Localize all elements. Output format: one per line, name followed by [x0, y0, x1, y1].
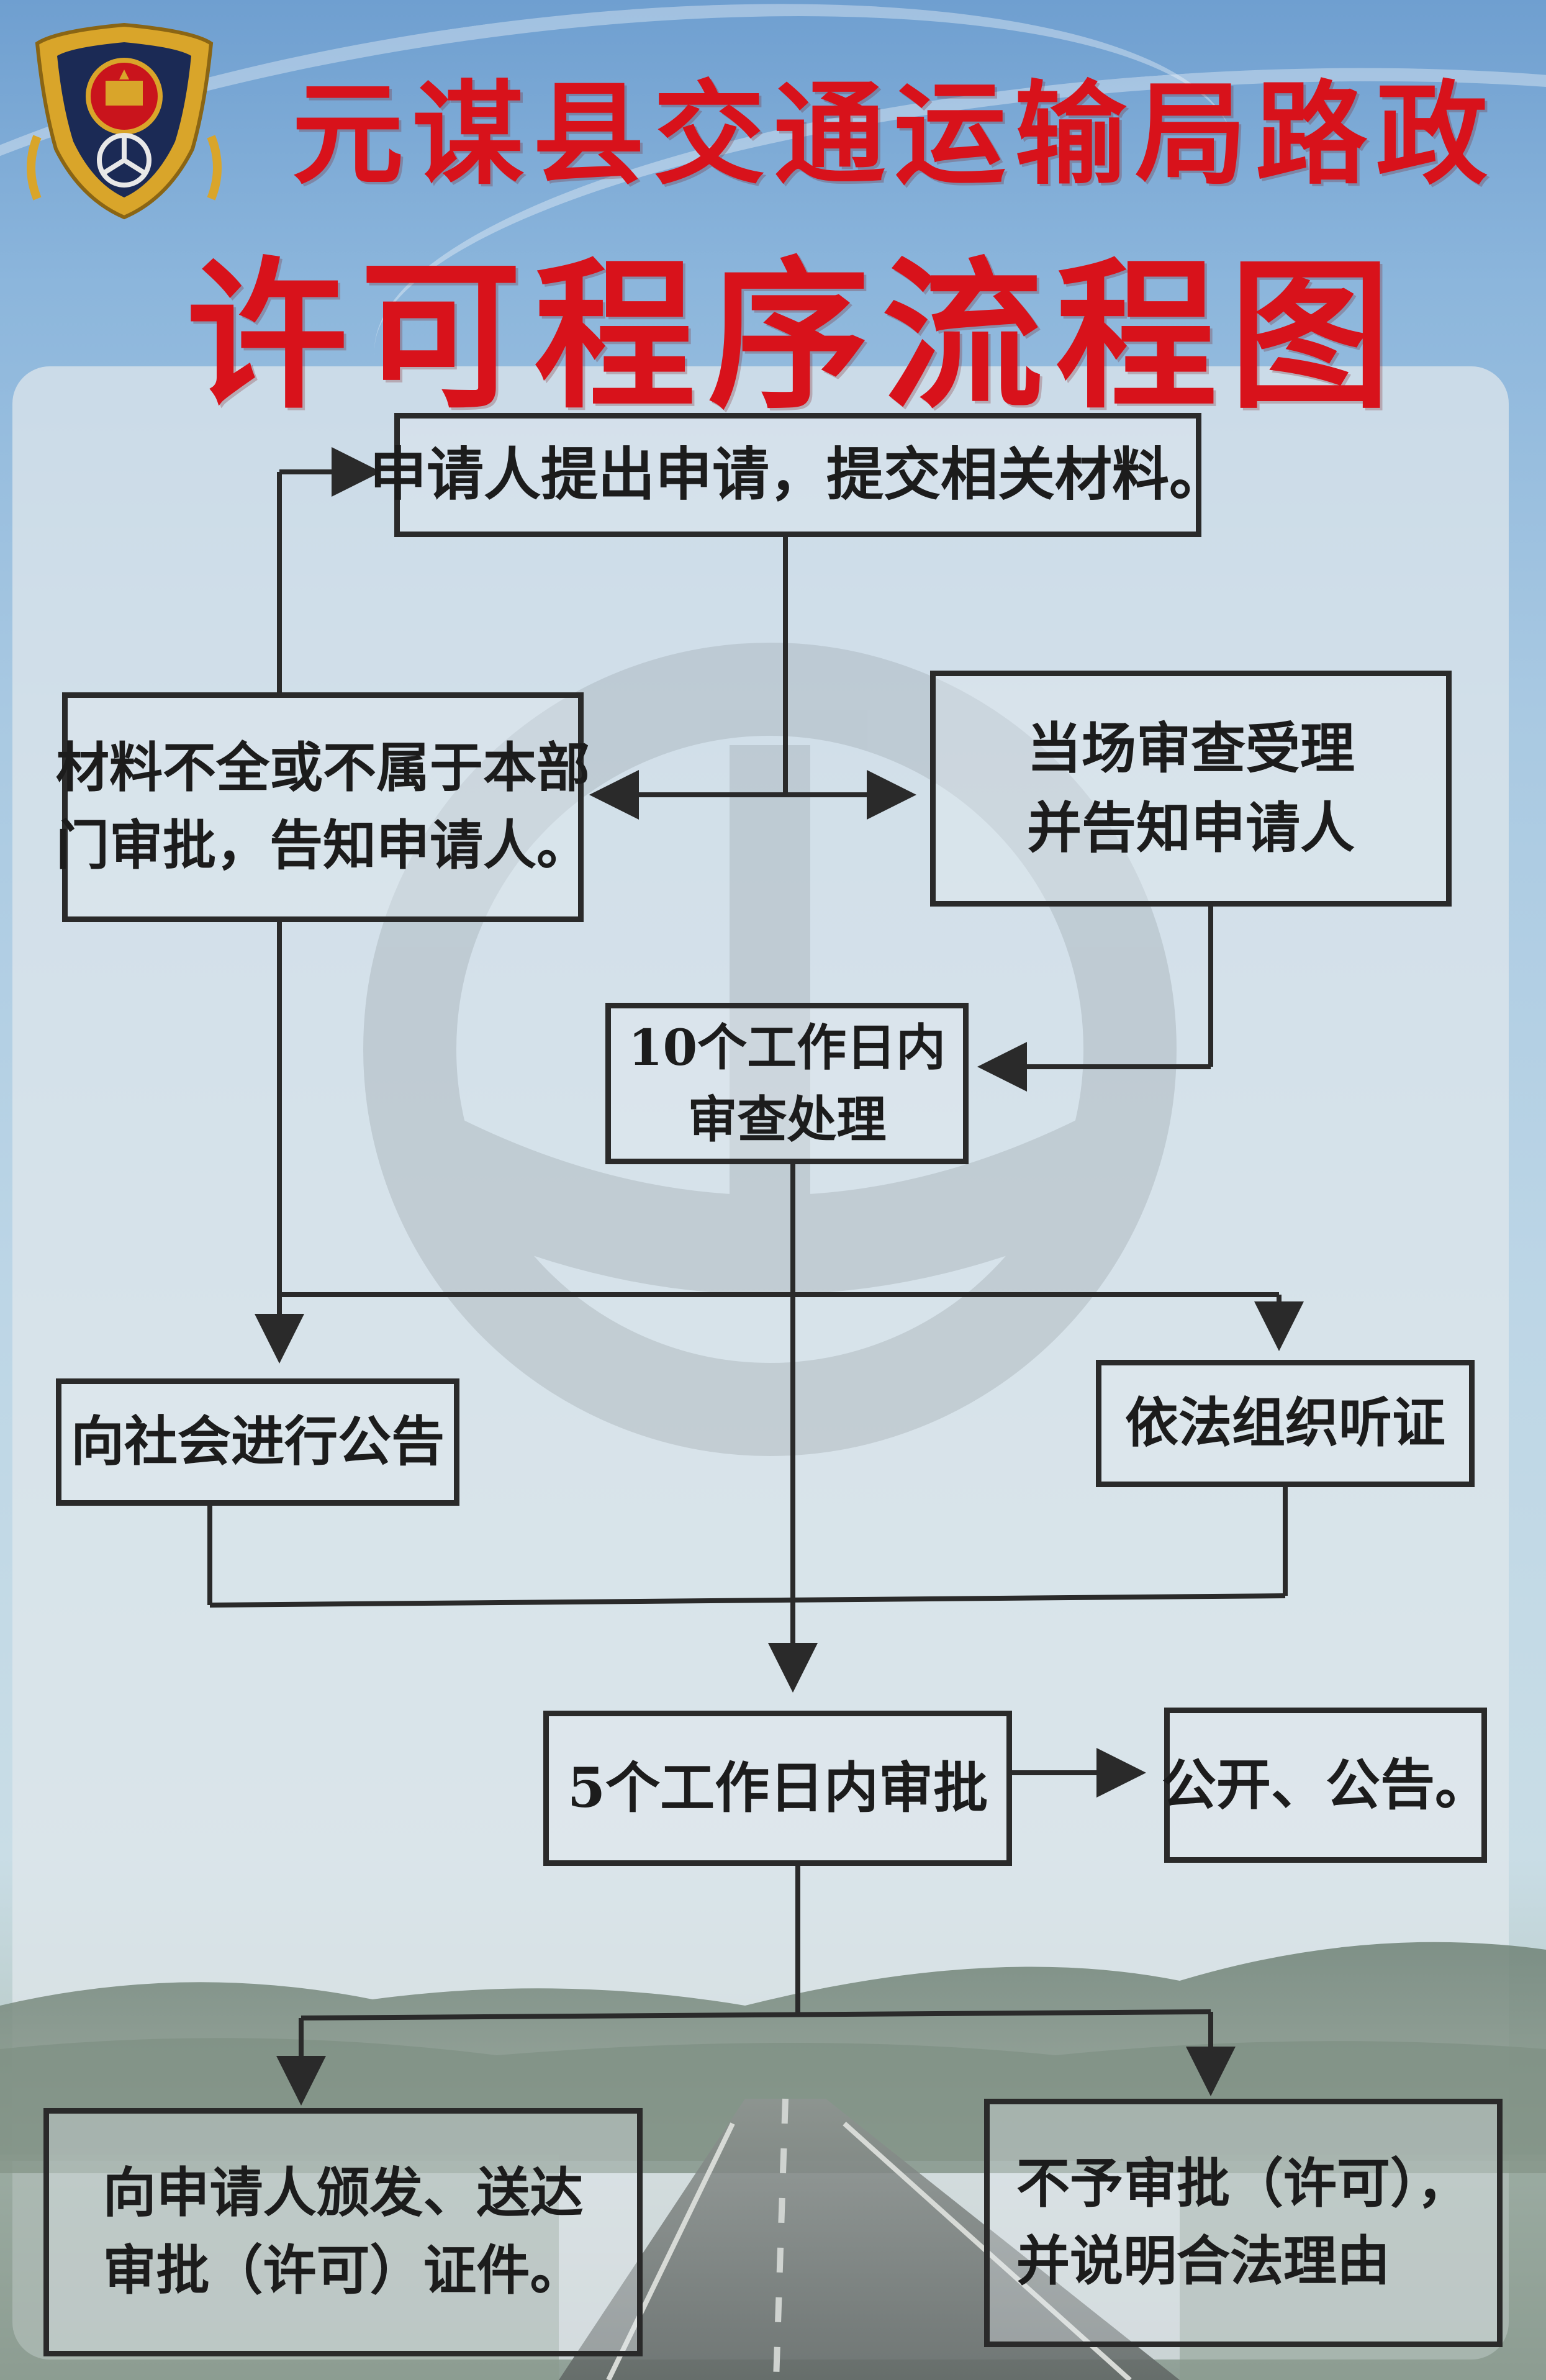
step-reject-materials: 材料不全或不属于本部 门审批，告知申请人。: [56, 692, 590, 922]
step-review-10days: 10个工作日内 审查处理: [605, 1003, 969, 1164]
step-reject-materials-line-2: 门审批，告知申请人。: [56, 814, 590, 877]
step-public-notice-text: 向社会进行公告: [71, 1410, 445, 1473]
title-line-2: 许可程序流程图: [186, 243, 1403, 431]
step-accept-line-1: 当场审查受理: [1026, 716, 1355, 781]
step-review-10days-line-1: 10个工作日内: [628, 1018, 946, 1077]
step-public-notice: 向社会进行公告: [56, 1378, 459, 1506]
step-issue-certificate-line-2: 审批（许可）证件。: [102, 2239, 584, 2302]
step-approve-5days-text: 5个工作日内审批: [567, 1755, 988, 1821]
step-apply-text: 申请人提出申请，提交相关材料。: [369, 441, 1227, 509]
step-deny-line-1: 不予审批（许可），: [1016, 2152, 1470, 2215]
step-reject-materials-line-1: 材料不全或不属于本部: [56, 736, 590, 800]
connector-lines: [207, 447, 1304, 2106]
step-hearing-text: 依法组织听证: [1125, 1391, 1445, 1455]
step-issue-certificate: 向申请人颁发、送达 审批（许可）证件。: [43, 2108, 643, 2356]
step-deny-line-2: 并说明合法理由: [1016, 2230, 1390, 2292]
step-review-10days-line-2: 审查处理: [687, 1090, 887, 1149]
title-line-1: 元谋县交通运输局路政: [292, 70, 1497, 200]
step-issue-certificate-line-1: 向申请人颁发、送达: [102, 2161, 584, 2225]
landscape-background: [0, 1942, 1546, 2380]
step-approve-5days: 5个工作日内审批: [543, 1711, 1012, 1866]
step-publish-text: 公开、公告。: [1162, 1752, 1490, 1817]
step-hearing: 依法组织听证: [1096, 1360, 1475, 1487]
step-apply: 申请人提出申请，提交相关材料。: [369, 413, 1226, 537]
step-deny: 不予审批（许可）， 并说明合法理由: [984, 2099, 1503, 2347]
step-accept: 当场审查受理 并告知申请人: [930, 671, 1452, 907]
step-accept-line-2: 并告知申请人: [1026, 795, 1355, 860]
police-emblem-icon: [27, 22, 222, 220]
step-publish: 公开、公告。: [1162, 1708, 1490, 1863]
